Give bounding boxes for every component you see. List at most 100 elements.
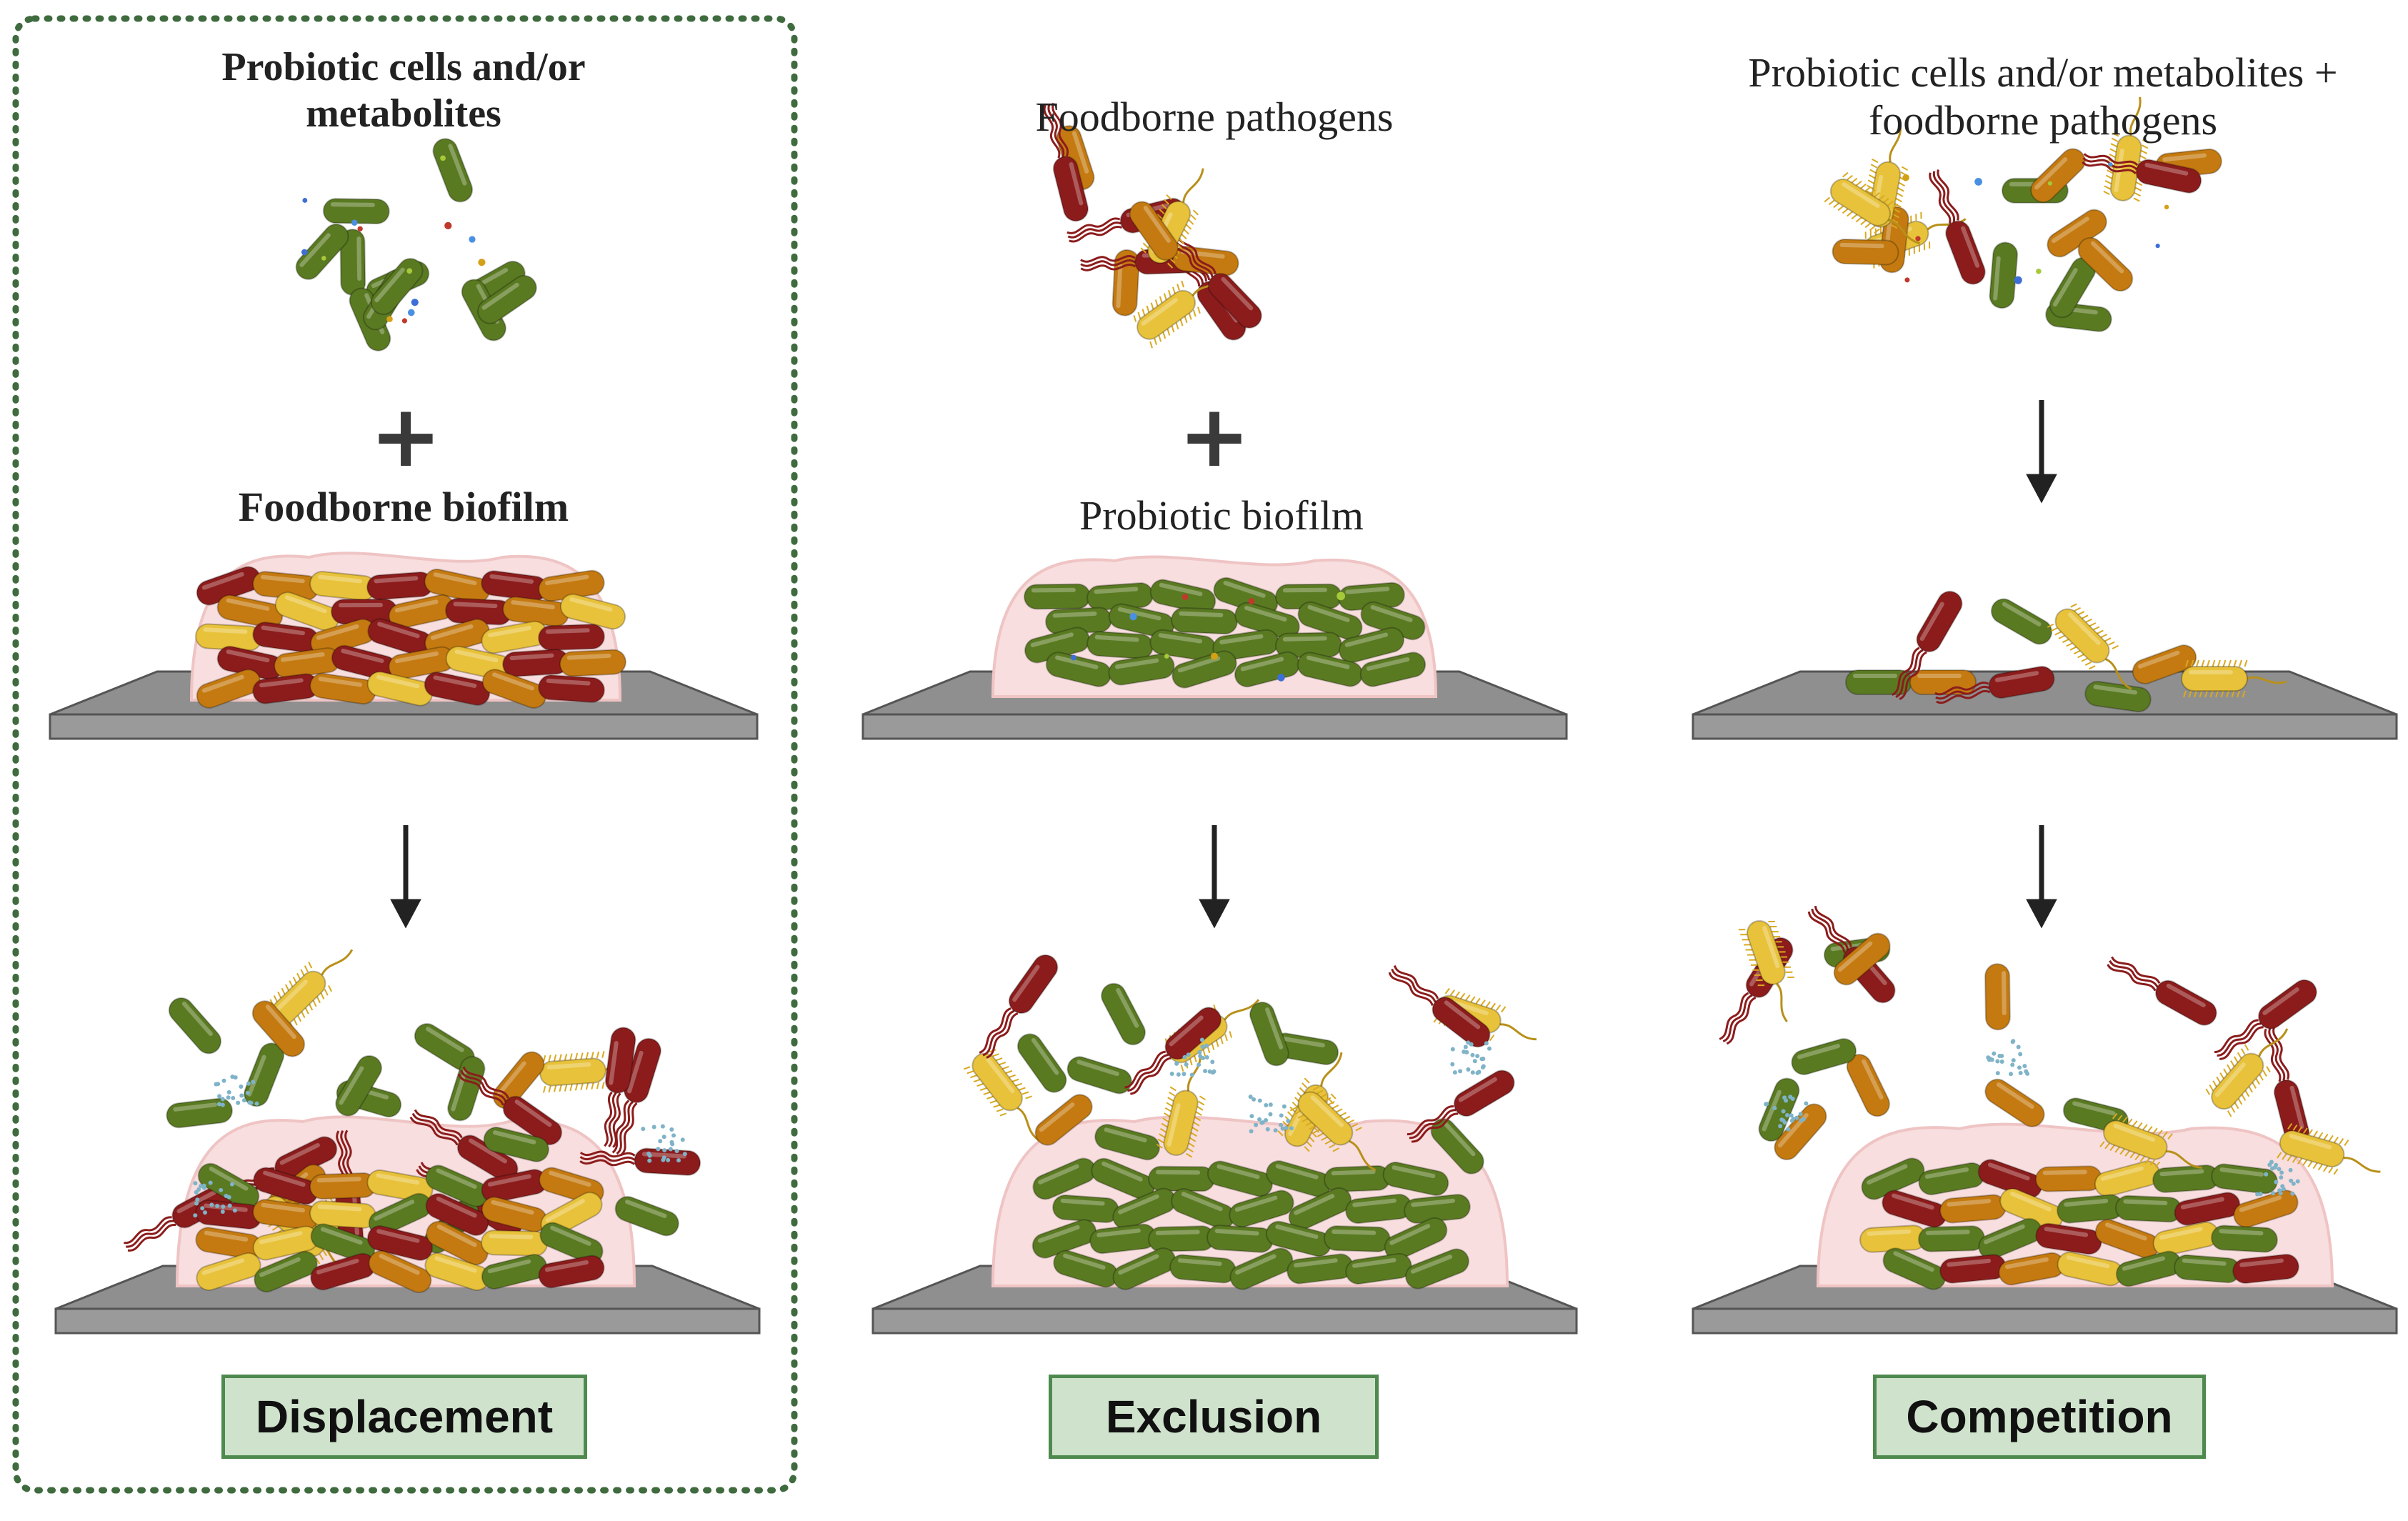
exclusion-label: Exclusion bbox=[1049, 1375, 1379, 1459]
exclusion-top-text: Foodborne pathogens bbox=[1035, 94, 1394, 140]
rod-bacterium-icon bbox=[1169, 1254, 1237, 1284]
rod-bacterium-icon bbox=[1272, 1032, 1339, 1066]
rod-bacterium-icon bbox=[425, 1192, 489, 1237]
flagellated-bacterium-icon bbox=[1043, 102, 1089, 222]
flagellated-bacterium-icon bbox=[611, 1037, 661, 1156]
rod-bacterium-icon bbox=[2030, 148, 2086, 203]
rod-bacterium-icon bbox=[1229, 1247, 1294, 1290]
flagellated-bacterium-icon bbox=[1124, 1007, 1222, 1095]
rod-bacterium-icon bbox=[1990, 598, 2053, 645]
rod-bacterium-icon bbox=[2211, 1225, 2278, 1253]
rod-bacterium-icon bbox=[254, 1250, 318, 1293]
rod-bacterium-icon bbox=[1882, 1247, 1947, 1290]
rod-bacterium-icon bbox=[1359, 652, 1427, 687]
rod-bacterium-icon bbox=[539, 1222, 604, 1265]
flagellated-bacterium-icon bbox=[2082, 153, 2202, 194]
rod-bacterium-icon bbox=[2115, 1195, 2182, 1223]
rod-bacterium-icon bbox=[538, 674, 605, 703]
rod-bacterium-icon bbox=[1229, 1190, 1294, 1228]
rod-bacterium-icon bbox=[366, 571, 434, 601]
down-arrow-icon bbox=[1199, 825, 1230, 929]
rod-bacterium-icon bbox=[252, 1199, 319, 1230]
rod-bacterium-icon bbox=[309, 1172, 376, 1200]
rod-bacterium-icon bbox=[388, 594, 455, 629]
rod-bacterium-icon bbox=[1249, 1001, 1289, 1067]
rod-bacterium-icon bbox=[1978, 1217, 2042, 1260]
rod-bacterium-icon bbox=[310, 1252, 376, 1291]
rod-bacterium-icon bbox=[168, 997, 222, 1054]
rod-bacterium-icon bbox=[1939, 1194, 2007, 1224]
rod-bacterium-icon bbox=[538, 569, 605, 602]
rod-bacterium-icon bbox=[2132, 644, 2197, 684]
rod-bacterium-icon bbox=[368, 1250, 432, 1294]
rod-bacterium-icon bbox=[1171, 650, 1237, 689]
rod-bacterium-icon bbox=[1324, 1225, 1391, 1252]
rod-bacterium-icon bbox=[1034, 1094, 1093, 1146]
rod-bacterium-icon bbox=[309, 672, 376, 705]
rod-bacterium-icon bbox=[166, 1097, 233, 1129]
rod-bacterium-icon bbox=[481, 1230, 548, 1257]
displacement-middle-text: Foodborne biofilm bbox=[238, 484, 569, 530]
rod-bacterium-icon bbox=[432, 138, 474, 203]
rod-bacterium-icon bbox=[252, 673, 319, 704]
rod-bacterium-icon bbox=[2233, 1190, 2299, 1228]
lysed-cell-icon bbox=[193, 1180, 237, 1218]
down-arrow-icon bbox=[2026, 825, 2057, 929]
rod-bacterium-icon bbox=[1984, 963, 2011, 1031]
rod-bacterium-icon bbox=[216, 594, 284, 629]
rod-bacterium-icon bbox=[1275, 583, 1342, 610]
rod-bacterium-icon bbox=[196, 1252, 261, 1291]
rod-bacterium-icon bbox=[1430, 1118, 1484, 1175]
rod-bacterium-icon bbox=[274, 592, 340, 632]
rod-bacterium-icon bbox=[559, 649, 626, 677]
flagellated-bacterium-icon bbox=[1892, 590, 1963, 701]
rod-bacterium-icon bbox=[366, 671, 434, 707]
rod-bacterium-icon bbox=[1345, 1252, 1412, 1285]
metabolite-particle-icon bbox=[301, 155, 486, 324]
rod-bacterium-icon bbox=[1918, 1225, 1985, 1252]
rod-bacterium-icon bbox=[251, 1000, 306, 1057]
fimbriated-bacterium-icon bbox=[2205, 1028, 2289, 1117]
rod-bacterium-icon bbox=[1091, 1157, 1155, 1200]
rod-bacterium-icon bbox=[425, 1165, 489, 1207]
rod-bacterium-icon bbox=[1148, 1165, 1215, 1192]
rod-bacterium-icon bbox=[1989, 241, 2019, 309]
rod-bacterium-icon bbox=[1066, 1056, 1132, 1094]
rod-bacterium-icon bbox=[1345, 1193, 1412, 1225]
rod-bacterium-icon bbox=[309, 570, 376, 602]
rod-bacterium-icon bbox=[1297, 601, 1363, 641]
rod-bacterium-icon bbox=[481, 1254, 548, 1290]
lysed-cell-icon bbox=[1764, 1094, 1809, 1132]
rod-bacterium-icon bbox=[1275, 632, 1342, 659]
rod-bacterium-icon bbox=[1287, 1253, 1354, 1285]
rod-bacterium-icon bbox=[1086, 631, 1154, 659]
rod-bacterium-icon bbox=[1108, 603, 1175, 639]
rod-bacterium-icon bbox=[2035, 1222, 2102, 1255]
flagellated-bacterium-icon bbox=[979, 954, 1059, 1059]
lysed-cell-icon bbox=[214, 1074, 259, 1107]
rod-bacterium-icon bbox=[483, 1126, 549, 1162]
rod-bacterium-icon bbox=[1404, 1194, 1471, 1224]
flagellated-bacterium-icon bbox=[1170, 234, 1262, 329]
fimbriated-bacterium-icon bbox=[2277, 1123, 2381, 1175]
competition-label: Competition bbox=[1873, 1375, 2206, 1459]
rod-bacterium-icon bbox=[1094, 1124, 1161, 1161]
metabolite-particle-icon bbox=[1902, 162, 2169, 284]
rod-bacterium-icon bbox=[309, 1200, 376, 1229]
rod-bacterium-icon bbox=[335, 1054, 383, 1117]
fimbriated-bacterium-icon bbox=[2103, 96, 2149, 202]
rod-bacterium-icon bbox=[1405, 1248, 1469, 1290]
displacement-top-text: Probiotic cells and/or metabolites bbox=[221, 45, 586, 136]
rod-bacterium-icon bbox=[559, 593, 626, 630]
fimbriated-bacterium-icon bbox=[963, 1049, 1040, 1142]
rod-bacterium-icon bbox=[322, 198, 390, 224]
rod-bacterium-icon bbox=[216, 645, 284, 681]
fimbriated-bacterium-icon bbox=[1156, 1053, 1207, 1158]
rod-bacterium-icon bbox=[1909, 669, 1977, 695]
rod-bacterium-icon bbox=[502, 649, 569, 677]
rod-bacterium-icon bbox=[614, 1196, 679, 1237]
fimbriated-bacterium-icon bbox=[1738, 919, 1794, 1023]
fimbriated-bacterium-icon bbox=[1133, 274, 1227, 349]
rod-bacterium-icon bbox=[388, 646, 455, 680]
